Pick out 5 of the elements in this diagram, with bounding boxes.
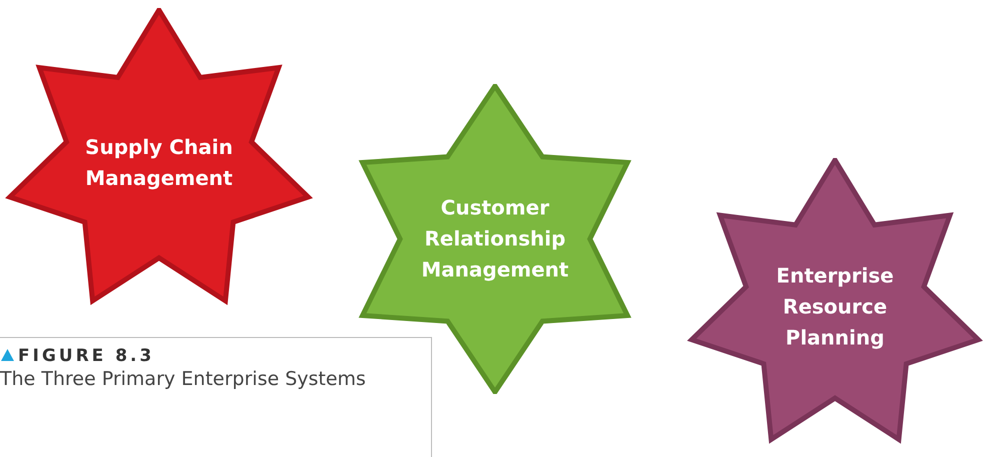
node-label: Enterprise Resource Planning	[775, 262, 895, 352]
node-label: Customer Relationship Management	[420, 194, 570, 284]
figure-number: FIGURE 8.3	[18, 346, 154, 366]
figure-caption: The Three Primary Enterprise Systems	[0, 368, 366, 390]
node-label: Supply Chain Management	[84, 134, 234, 192]
